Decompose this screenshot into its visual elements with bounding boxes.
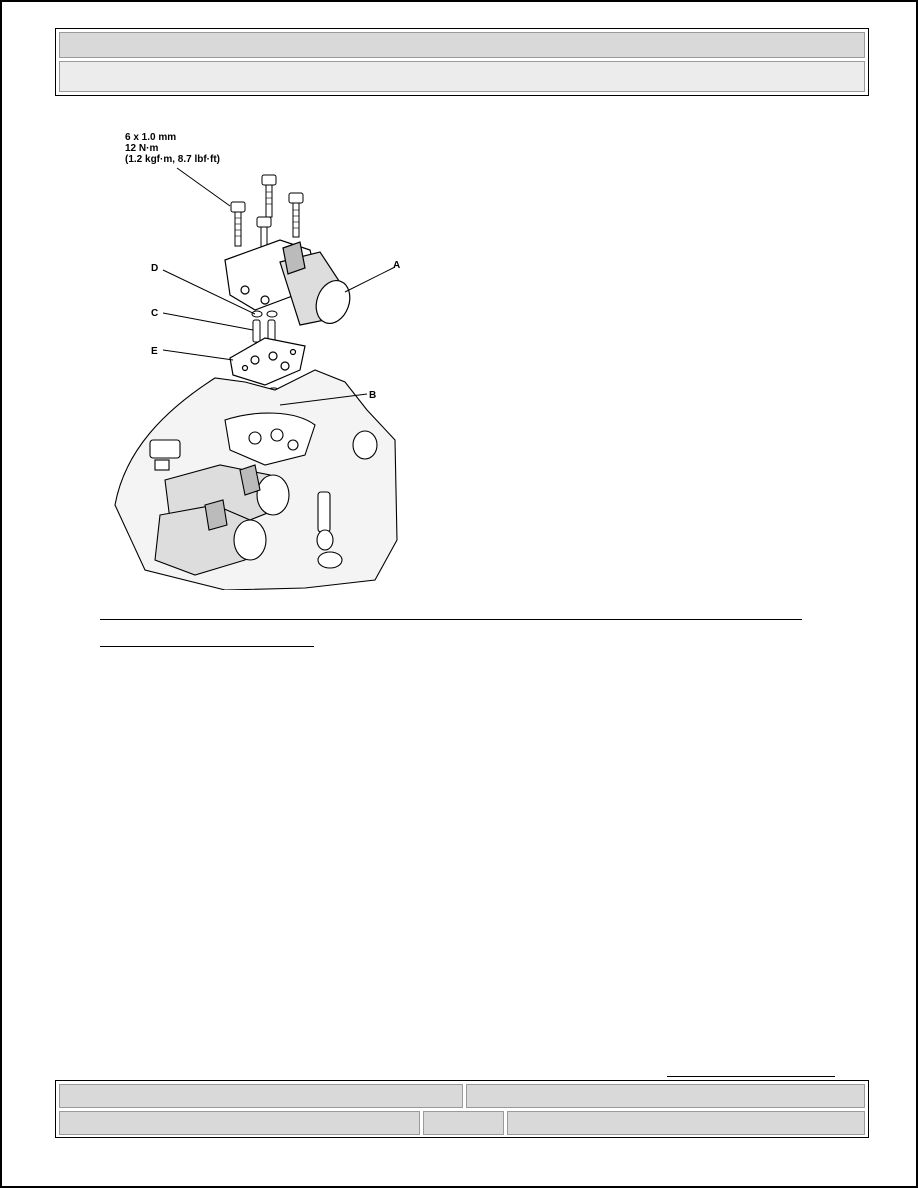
header-subtitle	[60, 62, 864, 70]
content-rule-2	[100, 646, 314, 647]
mounting-bolts	[230, 174, 304, 268]
filters-c	[252, 319, 276, 343]
footer-link-rule	[667, 1076, 835, 1077]
footer-cell-4-text	[424, 1112, 503, 1120]
header-row-top	[59, 32, 865, 58]
footer-cell-5	[507, 1111, 865, 1135]
spec-torque-imperial: (1.2 kgf·m, 8.7 lbf·ft)	[125, 154, 220, 165]
header-title	[60, 33, 864, 41]
footer-cell-2-text	[467, 1085, 864, 1093]
header-row-bottom	[59, 61, 865, 92]
callout-d: D	[151, 263, 158, 274]
callout-a: A	[393, 260, 400, 271]
footer-cell-4	[423, 1111, 504, 1135]
footer-cell-1-text	[60, 1085, 462, 1093]
o-rings-d	[251, 310, 278, 318]
content-rule-1	[100, 619, 802, 620]
spec-bolt-size: 6 x 1.0 mm	[125, 132, 176, 143]
solenoid-valve-a	[224, 239, 351, 326]
transmission-housing	[114, 369, 398, 590]
spec-torque-nm: 12 N·m	[125, 143, 158, 154]
footer-cell-2	[466, 1084, 865, 1108]
callout-b: B	[369, 390, 376, 401]
callout-c: C	[151, 308, 158, 319]
callout-e: E	[151, 346, 158, 357]
solenoid-exploded-diagram: 6 x 1.0 mm 12 N·m (1.2 kgf·m, 8.7 lbf·ft…	[114, 132, 400, 590]
callout-leaders	[162, 266, 396, 406]
footer-cell-1	[59, 1084, 463, 1108]
page-footer	[55, 1080, 869, 1138]
footer-cell-5-text	[508, 1112, 864, 1120]
gasket-e	[229, 337, 306, 386]
footer-cell-3-text	[60, 1112, 419, 1120]
page-header	[55, 28, 869, 96]
footer-cell-3	[59, 1111, 420, 1135]
